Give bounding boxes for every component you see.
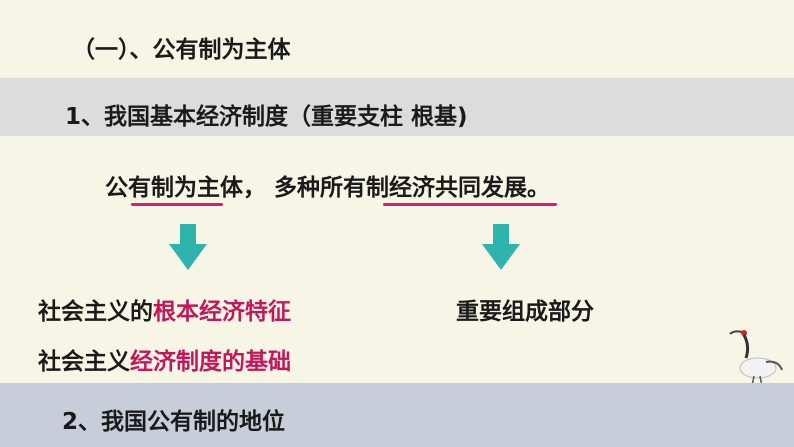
left-line-1-highlight: 根本经济特征 (153, 299, 291, 325)
left-line-2-prefix: 社会主义 (38, 349, 130, 375)
left-line-1: 社会主义的根本经济特征 (38, 292, 291, 326)
statement-part-3: 主体， 多种 (197, 175, 321, 201)
statement-part-1: 公 (105, 175, 128, 201)
left-line-1-prefix: 社会主义的 (38, 299, 153, 325)
crane-icon (729, 330, 783, 386)
left-line-2: 社会主义经济制度的基础 (38, 342, 291, 376)
left-line-2-highlight: 经济制度的基础 (130, 349, 291, 375)
arrow-down-icon (169, 224, 207, 270)
underline-public-ownership (131, 203, 223, 206)
section-band-1 (0, 78, 794, 136)
main-statement: 公有制为主体， 多种所有制经济共同发展。 (105, 168, 550, 202)
right-line-1: 重要组成部分 (456, 299, 594, 325)
underline-ownership-economy (383, 203, 557, 206)
section-heading-1: 1、我国基本经济制度（重要支柱 根基) (65, 104, 468, 130)
arrow-down-icon (482, 224, 520, 270)
statement-part-5: 共同发展。 (435, 175, 551, 201)
statement-part-2: 有制为 (128, 175, 197, 201)
section-band-2 (0, 383, 794, 447)
slide-title: （一）、公有制为主体 (72, 37, 291, 63)
statement-part-4: 所有制经济 (320, 175, 436, 201)
section-heading-2: 2、我国公有制的地位 (62, 409, 286, 435)
